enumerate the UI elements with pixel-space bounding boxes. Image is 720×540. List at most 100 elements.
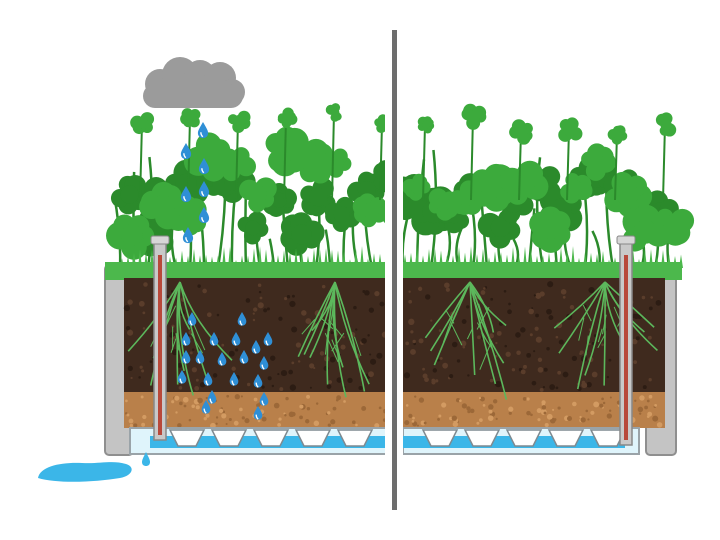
substrate-grain xyxy=(488,409,493,414)
soil-water-drop xyxy=(217,352,227,366)
substrate-grain xyxy=(383,411,385,414)
soil-grain xyxy=(438,329,442,332)
soil-grain xyxy=(633,360,638,364)
soil-grain xyxy=(197,284,201,288)
substrate-grain xyxy=(438,414,442,418)
soil-grain xyxy=(601,343,604,347)
soil-grain xyxy=(412,339,416,344)
root xyxy=(429,281,471,352)
soil-grain xyxy=(431,378,436,383)
substrate-grain xyxy=(478,396,482,400)
grass-strip-left xyxy=(105,262,385,280)
substrate-grain xyxy=(221,413,227,419)
plant-leaf xyxy=(239,177,277,213)
soil-grain xyxy=(277,372,280,376)
substrate-grain xyxy=(530,413,533,417)
soil-grain xyxy=(548,315,554,321)
raindrop xyxy=(198,181,210,198)
soil-grain xyxy=(537,366,544,373)
roots-left xyxy=(127,281,370,398)
soil-water-drop xyxy=(239,350,249,364)
soil-grain xyxy=(364,290,370,296)
substrate-texture-left xyxy=(124,394,385,429)
substrate-grain xyxy=(330,419,336,425)
soil-grain xyxy=(489,378,494,383)
substrate-grain xyxy=(177,423,182,428)
plant-leaf xyxy=(218,147,256,182)
root xyxy=(469,281,495,333)
substrate-grain xyxy=(327,423,332,427)
soil-grain xyxy=(370,358,377,365)
plant-leaf xyxy=(352,193,385,228)
substrate-grain xyxy=(508,411,512,415)
plant-leaf xyxy=(130,112,155,135)
substrate-grain xyxy=(637,406,644,413)
soil-grain xyxy=(480,290,486,295)
substrate-grain xyxy=(305,419,310,424)
soil-grain xyxy=(444,282,450,289)
soil-grain xyxy=(138,376,141,379)
substrate-grain xyxy=(590,410,595,415)
plant-stem xyxy=(614,134,618,201)
soil-grain xyxy=(142,311,146,315)
soil-grain xyxy=(641,295,646,300)
rain-cloud xyxy=(143,57,245,108)
soil-grain xyxy=(323,324,329,329)
soil-grain xyxy=(369,353,372,356)
substrate-grain xyxy=(469,408,475,414)
soil-grain xyxy=(467,374,470,377)
reservoir-rib xyxy=(210,429,248,447)
substrate-grain xyxy=(572,401,577,407)
substrate-grain xyxy=(606,413,612,419)
soil-grain xyxy=(520,327,526,333)
soil-grain xyxy=(432,368,438,373)
substrate-grain xyxy=(602,401,606,405)
substrate-grain xyxy=(599,403,604,408)
soil-grain xyxy=(143,282,148,287)
soil-water-drop xyxy=(237,312,247,326)
plants-left xyxy=(106,103,385,269)
soil-grain xyxy=(560,289,567,295)
soil-grain xyxy=(301,310,307,316)
soil-grain xyxy=(199,382,206,388)
substrate-grain xyxy=(646,415,650,418)
plant-leaf xyxy=(529,206,571,253)
plant-leaf xyxy=(653,208,695,246)
raindrop xyxy=(197,122,209,139)
plant-leaf xyxy=(380,205,385,223)
plant-stem xyxy=(235,120,239,201)
plant-stem xyxy=(566,130,570,201)
soil-grain xyxy=(460,340,467,347)
soil-grain xyxy=(562,371,569,378)
soil-water-drop xyxy=(259,356,269,370)
plant-leaf xyxy=(106,214,155,260)
soil-grain xyxy=(228,350,235,357)
substrate-grain xyxy=(526,410,531,416)
substrate-grain xyxy=(459,399,462,403)
soil-grain xyxy=(581,382,588,389)
substrate-grain xyxy=(639,395,645,401)
substrate-grain xyxy=(183,404,187,408)
soil-grain xyxy=(520,369,526,375)
substrate-grain xyxy=(378,406,382,410)
soil-grain xyxy=(246,382,251,387)
reservoir-rib xyxy=(463,429,501,447)
substrate-grain xyxy=(522,397,527,401)
substrate-grain xyxy=(273,402,280,409)
soil-water-drop xyxy=(195,350,205,364)
plant-leaf xyxy=(280,212,325,256)
root xyxy=(178,281,191,330)
substrate-grain xyxy=(541,405,547,410)
substrate-grain xyxy=(451,415,458,421)
root xyxy=(191,320,206,351)
substrate-grain xyxy=(140,395,144,399)
soil-grain xyxy=(278,316,283,321)
soil-grain xyxy=(422,367,425,371)
soil-grain xyxy=(533,350,536,353)
substrate-grain xyxy=(313,420,320,427)
root xyxy=(331,332,345,352)
soil-grain xyxy=(408,290,411,293)
root xyxy=(445,309,455,324)
soil-grain xyxy=(212,373,218,378)
substrate-grain xyxy=(382,418,385,422)
